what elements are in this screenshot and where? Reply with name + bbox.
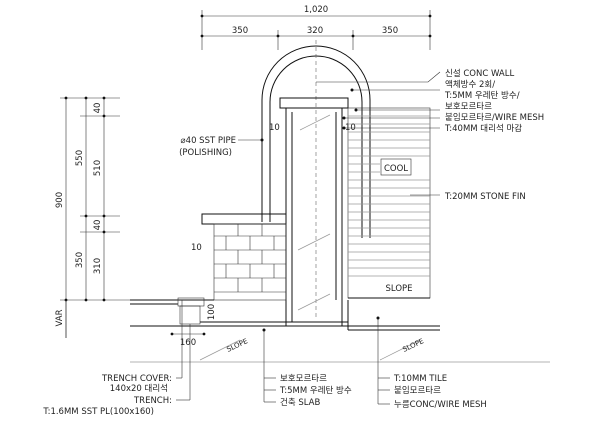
label-slope: SLOPE — [385, 284, 412, 294]
right-callouts: 신설 CONC WALL 액체방수 2회/ T:5MM 우레탄 방수/ 보호모르… — [316, 68, 544, 202]
label-trench-spec: T:1.6MM SST PL(100x160) — [42, 407, 154, 417]
dim-inner-310: 310 — [93, 258, 103, 274]
dim-inner-40-mid: 40 — [93, 220, 103, 231]
dim-inner-40-top: 40 — [93, 103, 103, 114]
label-wire-mesh: 붙임모르타르/WIRE MESH — [445, 112, 544, 123]
label-marble-40: T:40MM 대리석 마감 — [444, 123, 522, 134]
slope-mark-left: SLOPE — [225, 337, 249, 354]
slope-annotations: SLOPE SLOPE — [225, 337, 425, 354]
slope-mark-right: SLOPE — [401, 337, 425, 354]
label-trench: TRENCH: — [133, 396, 172, 406]
dim-trench-160: 160 — [180, 338, 196, 348]
slab-callouts: 보호모르타르 T:5MM 우레탄 방수 건축 SLAB — [262, 328, 352, 408]
concrete-wall — [279, 97, 349, 327]
dim-top-left: 350 — [232, 26, 248, 36]
label-sst-pipe: ⌀40 SST PIPE — [181, 136, 236, 146]
left-dimension-group: 900 550 350 40 510 40 310 VAR — [55, 96, 130, 338]
label-b-tile: T:10MM TILE — [393, 374, 447, 384]
dim-top-right: 350 — [382, 26, 398, 36]
floor-and-slab: 100 160 — [130, 297, 550, 363]
stone-bench — [201, 213, 287, 301]
label-trench-cover: TRENCH COVER: — [101, 374, 172, 384]
dim-trench-100: 100 — [207, 304, 217, 320]
label-cool: COOL — [384, 164, 408, 174]
label-waterproof: 액체방수 2회/ — [445, 79, 495, 90]
dim-top-total: 1,020 — [304, 5, 328, 15]
label-stone-fin: T:20MM STONE FIN — [444, 192, 526, 202]
mark-10-a: 10 — [269, 123, 280, 133]
dim-inner-510: 510 — [93, 160, 103, 176]
label-b-slab: 건축 SLAB — [280, 397, 320, 408]
dim-left-lower: 350 — [75, 252, 85, 268]
sst-pipe-railing — [261, 40, 371, 318]
mark-10-c: 10 — [191, 243, 202, 253]
dim-top-mid: 320 — [307, 26, 323, 36]
label-b-protect: 보호모르타르 — [280, 374, 327, 384]
label-trench-cover-spec: 140x20 대리석 — [110, 383, 168, 394]
dim-left-total: 900 — [55, 192, 65, 208]
top-dimension-group: 1,020 350 320 350 — [200, 5, 432, 50]
pipe-callout: ⌀40 SST PIPE (POLISHING) — [179, 136, 264, 158]
label-urethane-5: T:5MM 우레탄 방수/ — [444, 90, 520, 101]
label-protect-mortar: 보호모르타르 — [445, 102, 492, 112]
pool-tile-wall: COOL SLOPE — [347, 107, 431, 299]
dim-left-upper: 550 — [75, 150, 85, 166]
label-b-conc-mesh: 누름CONC/WIRE MESH — [394, 400, 487, 410]
dim-var: VAR — [55, 309, 65, 326]
floor-finish-callouts: T:10MM TILE 붙임모르타르 누름CONC/WIRE MESH — [376, 316, 487, 410]
label-conc-wall: 신설 CONC WALL — [445, 68, 514, 79]
label-polishing: (POLISHING) — [179, 148, 232, 158]
label-b-mortar: 붙임모르타르 — [394, 385, 441, 396]
trench-callouts: TRENCH COVER: 140x20 대리석 TRENCH: T:1.6MM… — [42, 300, 191, 417]
label-b-urethane: T:5MM 우레탄 방수 — [279, 385, 352, 396]
